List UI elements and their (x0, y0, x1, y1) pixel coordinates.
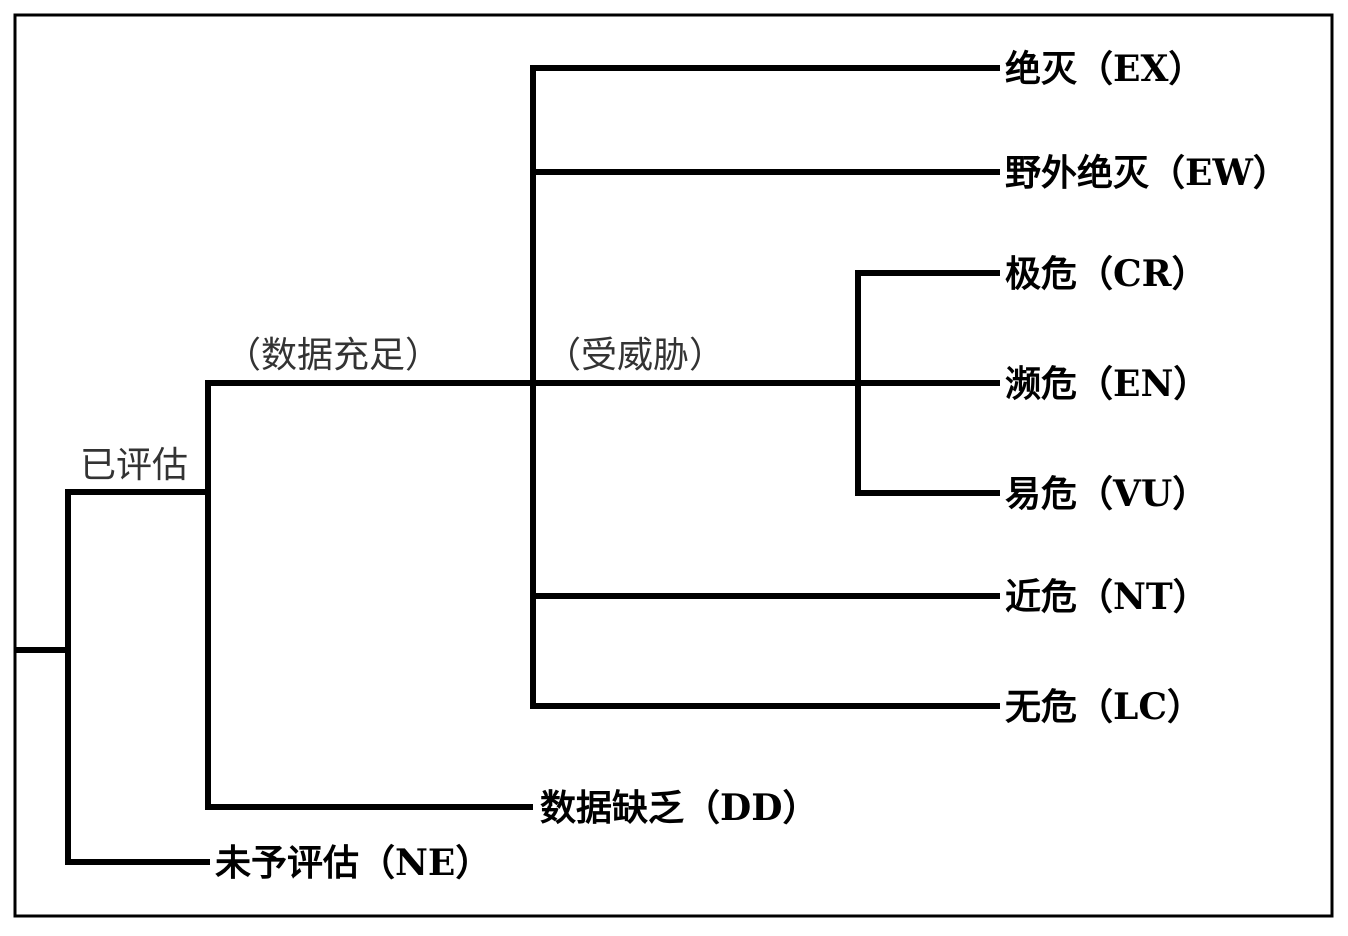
leaf-label-nt: 近危（NT） (1005, 576, 1209, 618)
leaf-label-lc: 无危（LC） (1005, 686, 1203, 728)
evaluated-label: 已评估 (80, 445, 188, 486)
leaf-label-cr: 极危（CR） (1005, 253, 1208, 295)
tree-lines (15, 65, 1000, 865)
leaf-label-en: 濒危（EN） (1005, 363, 1209, 405)
leaf-label-ne: 未予评估（NE） (215, 842, 491, 884)
leaf-label-ex: 绝灭（EX） (1005, 48, 1204, 90)
leaf-labels: 绝灭（EX） 野外绝灭（EW） 极危（CR） 濒危（EN） 易危（VU） 近危（… (215, 48, 1289, 884)
leaf-label-vu: 易危（VU） (1005, 473, 1208, 515)
leaf-label-dd: 数据缺乏（DD） (540, 787, 818, 829)
threatened-label: （受威胁） (545, 335, 725, 376)
adequate-data-label: （数据充足） (225, 335, 441, 376)
leaf-label-ew: 野外绝灭（EW） (1005, 152, 1289, 194)
branch-labels: 已评估 （数据充足） （受威胁） (80, 335, 725, 486)
diagram-frame (13, 13, 1334, 918)
